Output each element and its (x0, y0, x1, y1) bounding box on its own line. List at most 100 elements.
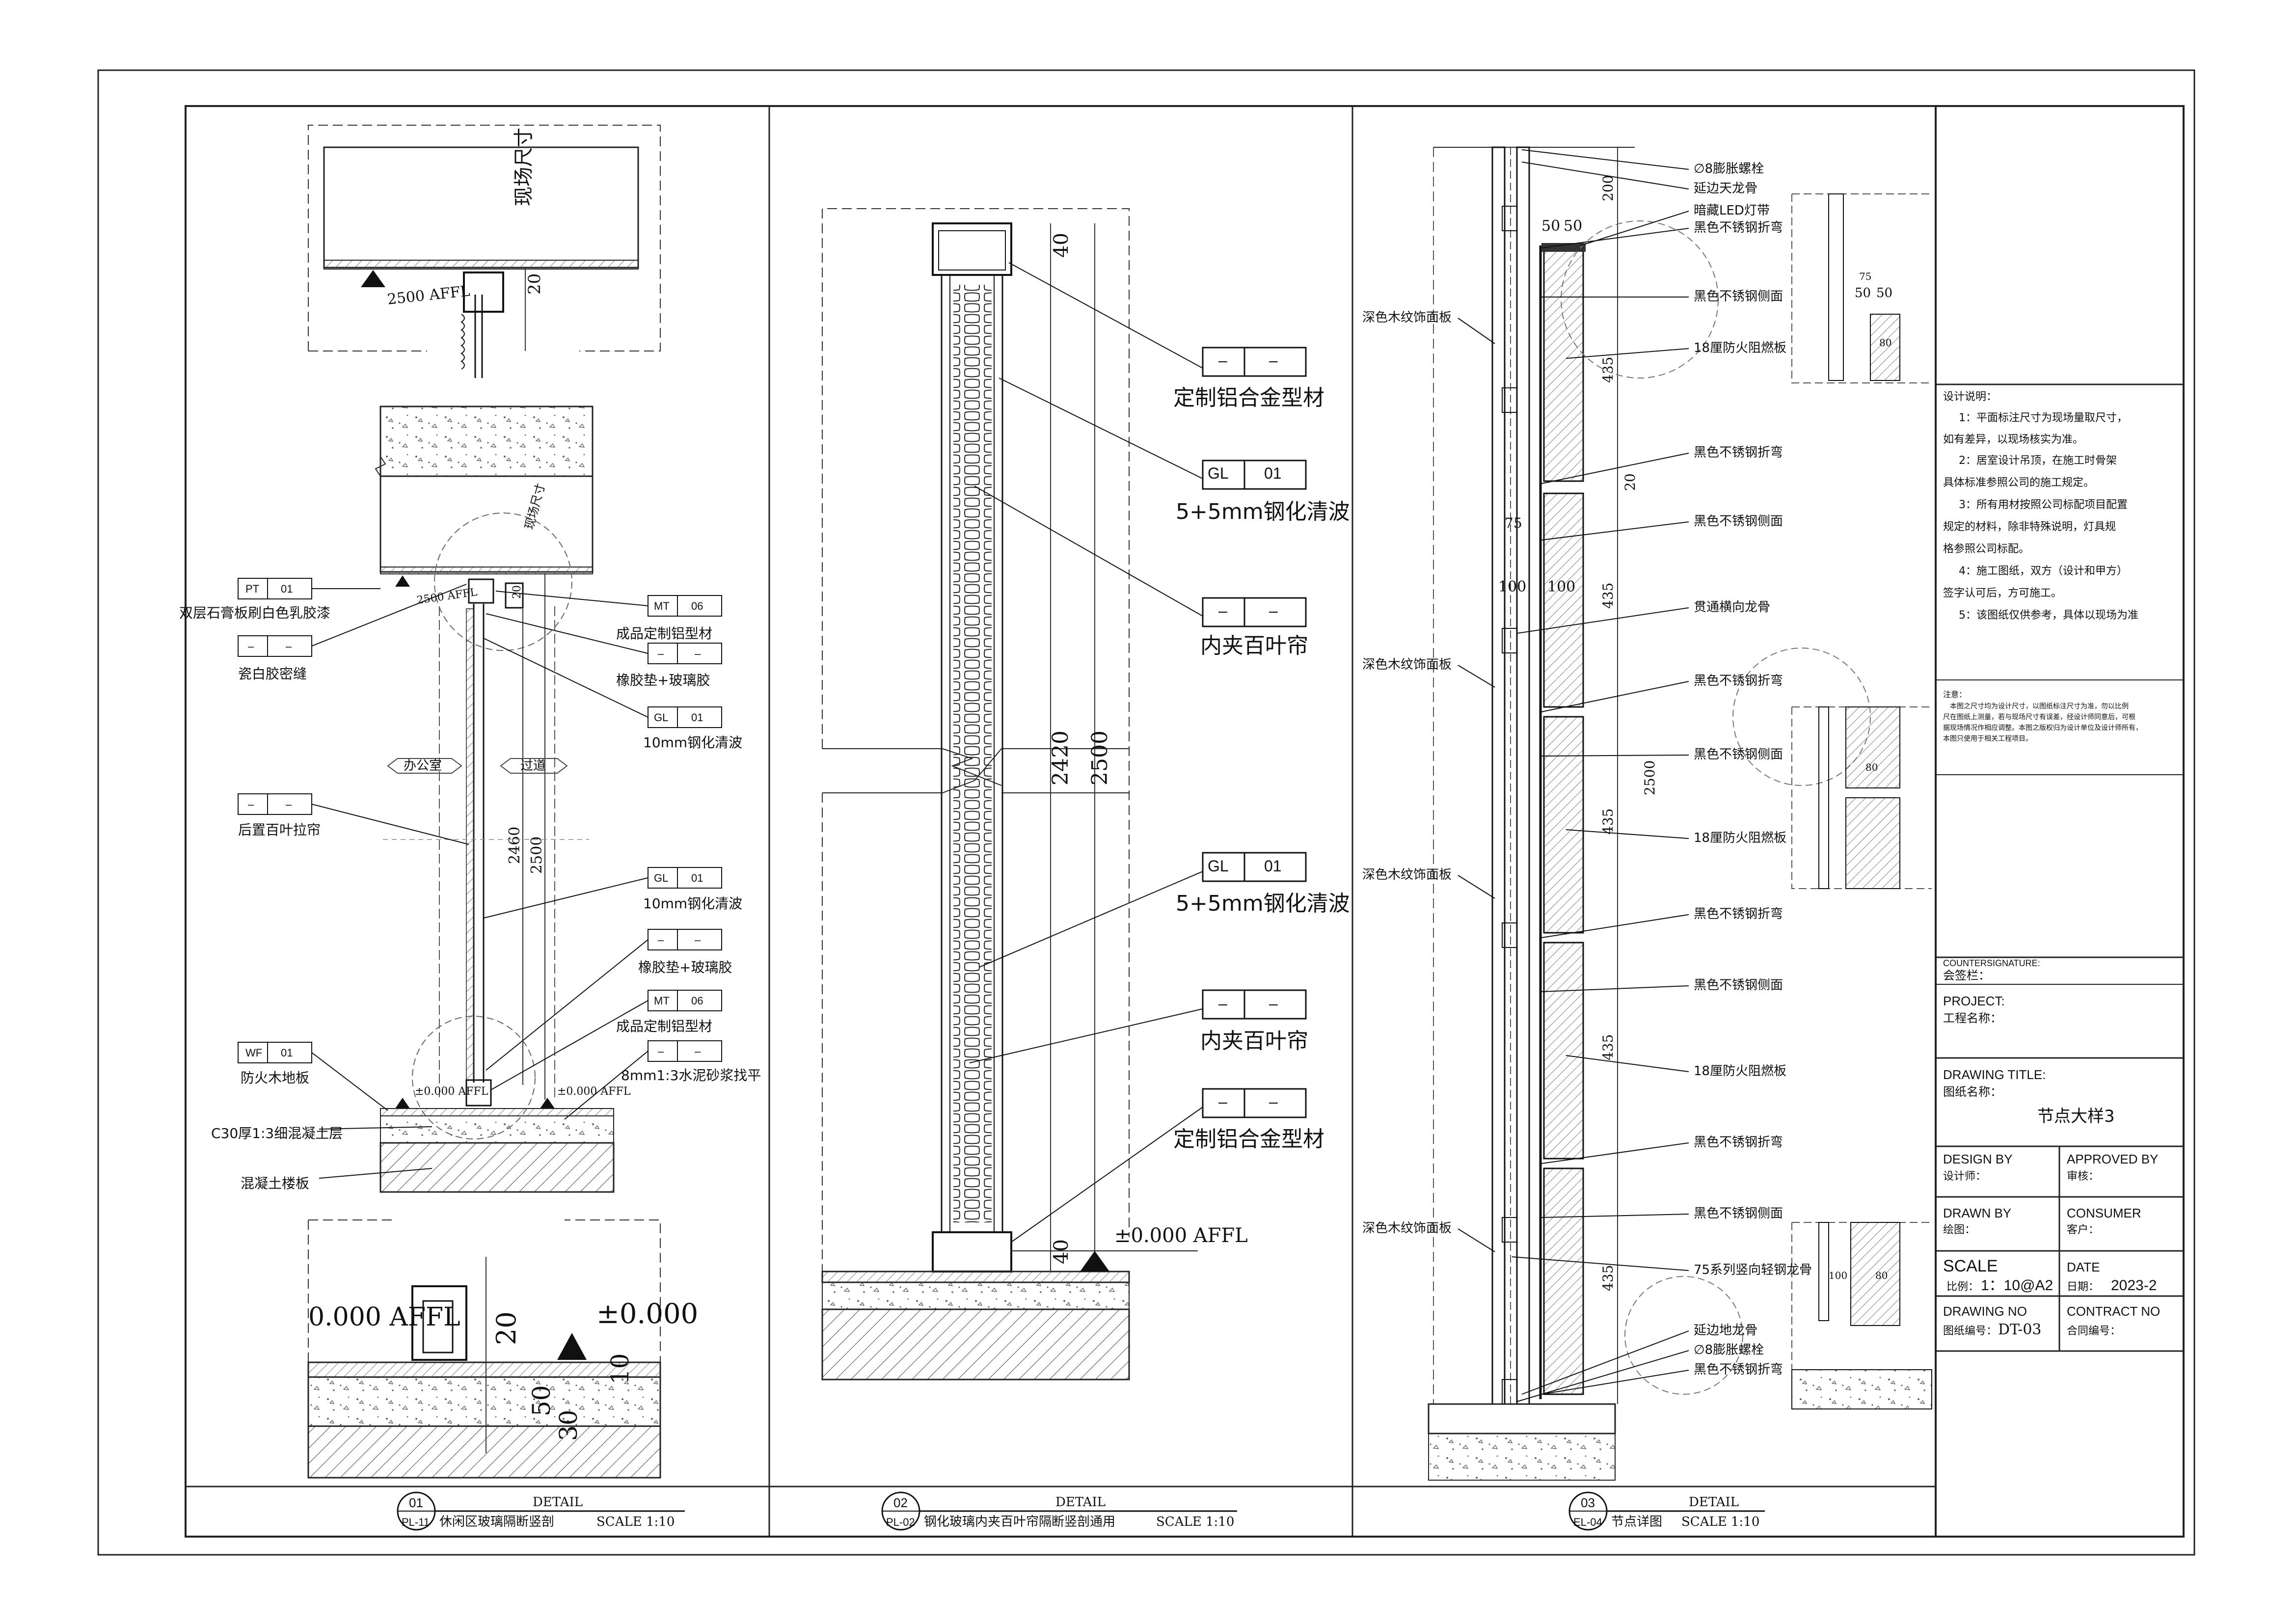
tag-code: – (1218, 995, 1227, 1012)
d2-dim-40b: 40 (1050, 1239, 1073, 1264)
d2-dim-2420: 2420 (1048, 731, 1073, 785)
d1-tag-0: PT 01 双层石膏板刷白色乳胶漆 (179, 578, 380, 621)
ceiling-plaster (380, 567, 593, 574)
d1-tag-8: MT 06 成品定制铝型材 (490, 990, 722, 1090)
drawn-by-cn: 绘图： (1943, 1224, 1975, 1236)
d2-tags: – – 定制铝合金型材 GL 01 5+5mm钢化清波 – – 内夹百叶帘 GL… (969, 262, 1350, 1243)
tag-desc: 防火木地板 (241, 1070, 309, 1086)
ceiling-slab (379, 406, 594, 477)
room-arrow-left (387, 758, 462, 774)
d3-base (1428, 1403, 1616, 1435)
level-marker-2 (395, 575, 410, 587)
countersign-cn: 会签栏： (1943, 969, 1990, 982)
tag-leader (1008, 262, 1203, 369)
d3-right-label-7: 黑色不锈钢侧面 (1694, 514, 1783, 529)
d1-tag-11-leader (319, 1126, 432, 1130)
inset-50b: 50 (1876, 286, 1892, 300)
tag-desc: 5+5mm钢化清波 (1176, 499, 1350, 524)
inset-board (1870, 314, 1900, 381)
d3-right-label-11: 18厘防火阻燃板 (1694, 831, 1786, 845)
tag-leader (483, 638, 648, 718)
d3-right-label-6: 黑色不锈钢折弯 (1694, 445, 1783, 460)
wood-floor (380, 1108, 614, 1116)
caption-scale: SCALE 1:10 (596, 1515, 675, 1529)
countersign-en: COUNTERSIGNATURE: (1943, 958, 2040, 968)
dim-20a: 20 (525, 273, 544, 295)
d1-tag-1: – – 瓷白胶密缝 (238, 584, 467, 682)
contract-cn: 合同编号： (2067, 1325, 2121, 1337)
d3-zoom-circle-3 (1624, 1276, 1743, 1395)
d2-tag-5: – – 定制铝合金型材 (1011, 1088, 1324, 1243)
d1-tag-10: WF 01 防火木地板 (238, 1042, 388, 1111)
inset-50a: 50 (1855, 286, 1871, 300)
drawing-title-value: 节点大样3 (2037, 1107, 2115, 1126)
drawing-title-en: DRAWING TITLE: (1943, 1067, 2046, 1082)
d1-tag-5: – – 后置百叶拉帘 (238, 793, 469, 845)
zoom-50: 50 (527, 1385, 556, 1416)
zoom-20: 20 (491, 1311, 522, 1345)
d3-left-leaders (1458, 318, 1495, 1252)
d3-right-label-1: 延边天龙骨 (1694, 181, 1757, 196)
inset-80: 80 (1879, 337, 1891, 349)
caption-label: DETAIL (1055, 1495, 1106, 1510)
zoom-bottom-profile (411, 1285, 467, 1361)
d3-zoom-circle-1 (1561, 220, 1719, 379)
tag-box (1202, 1088, 1307, 1118)
tag-box (1202, 852, 1307, 882)
consumer-en: CONSUMER (2067, 1206, 2141, 1220)
site-dim-label-mid: 现场尺寸 (522, 482, 548, 531)
d1-tag-11-desc: C30厚1:3细混凝土层 (211, 1125, 343, 1141)
tag-num: – (1269, 995, 1278, 1012)
tag-num: – (286, 640, 292, 652)
d3-dim-100b: 100 (1547, 578, 1575, 595)
inset-80: 80 (1875, 1270, 1888, 1281)
tag-leader (974, 486, 1203, 617)
title-block: 设计说明： 1：平面标注尺寸为现场量取尺寸， 如有差异，以现场核实为准。 2：居… (1936, 383, 2184, 1352)
scale-cn: 比例： (1946, 1281, 1979, 1293)
remark-line-0: 本图之尺寸均为设计尺寸，以图纸标注尺寸为准，勿以比例 (1950, 703, 2129, 710)
tag-num: 06 (691, 995, 703, 1007)
inset-panel (1828, 193, 1844, 381)
d1-tag-2: MT 06 成品定制铝型材 (495, 591, 722, 642)
tag-desc: 后置百叶拉帘 (238, 822, 321, 838)
note-line-7: 4：施工图纸，双方（设计和甲方） (1959, 565, 2128, 577)
d3-right-label-20: 黑色不锈钢折弯 (1694, 1362, 1783, 1377)
d3-left-label-3: 深色木纹饰面板 (1362, 1221, 1452, 1236)
d3-dim-435-c: 435 (1600, 809, 1616, 835)
d3-right-label-15: 黑色不锈钢折弯 (1694, 1135, 1783, 1150)
tag-leader (311, 804, 469, 845)
inset-100: 100 (1829, 1270, 1847, 1281)
d3-right-label-19: ∅8膨胀螺栓 (1694, 1343, 1764, 1357)
caption-scale: SCALE 1:10 (1156, 1515, 1234, 1529)
remark-title: 注意： (1943, 690, 1967, 699)
d3-right-label-18: 延边地龙骨 (1694, 1323, 1757, 1338)
zero-marker-right (540, 1098, 555, 1109)
d1-tag-12-desc: 混凝土楼板 (241, 1175, 309, 1191)
d2-bottom-profile (932, 1231, 1012, 1272)
note-line-1: 如有差异，以现场核实为准。 (1943, 433, 2083, 446)
tag-num: – (695, 934, 701, 946)
tag-desc: 10mm钢化清波 (643, 895, 742, 912)
inset-panel (1818, 1222, 1829, 1321)
note-line-0: 1：平面标注尺寸为现场量取尺寸， (1959, 412, 2128, 424)
consumer-cn: 客户： (2067, 1224, 2099, 1236)
d1-tag-4: GL 01 10mm钢化清波 (483, 638, 742, 751)
tag-leader (486, 939, 648, 1071)
zoom-circle-top (434, 513, 572, 651)
tag-code: – (658, 648, 664, 660)
tag-box (1202, 460, 1307, 490)
tag-num: – (286, 798, 292, 811)
detail-02: 40 2420 2500 40 ±0.000 AFFL (821, 208, 1248, 1380)
remark-line-3: 本图只使用于相关工程项目。 (1943, 734, 2032, 743)
drawing-no-cn: 图纸编号： (1943, 1325, 1997, 1337)
d3-left-label-1: 深色木纹饰面板 (1362, 657, 1452, 672)
date-value: 2023-2 (2111, 1277, 2157, 1294)
tag-desc: 5+5mm钢化清波 (1176, 891, 1350, 916)
tag-box (1202, 597, 1307, 627)
zoom-level-marker (557, 1333, 587, 1360)
d3-right-label-8: 贯通横向龙骨 (1694, 600, 1770, 615)
caption-num: 01 (409, 1495, 423, 1510)
caption-label: DETAIL (1689, 1495, 1739, 1510)
drawing-no-en: DRAWING NO (1943, 1304, 2027, 1319)
tag-code: MT (654, 600, 670, 612)
